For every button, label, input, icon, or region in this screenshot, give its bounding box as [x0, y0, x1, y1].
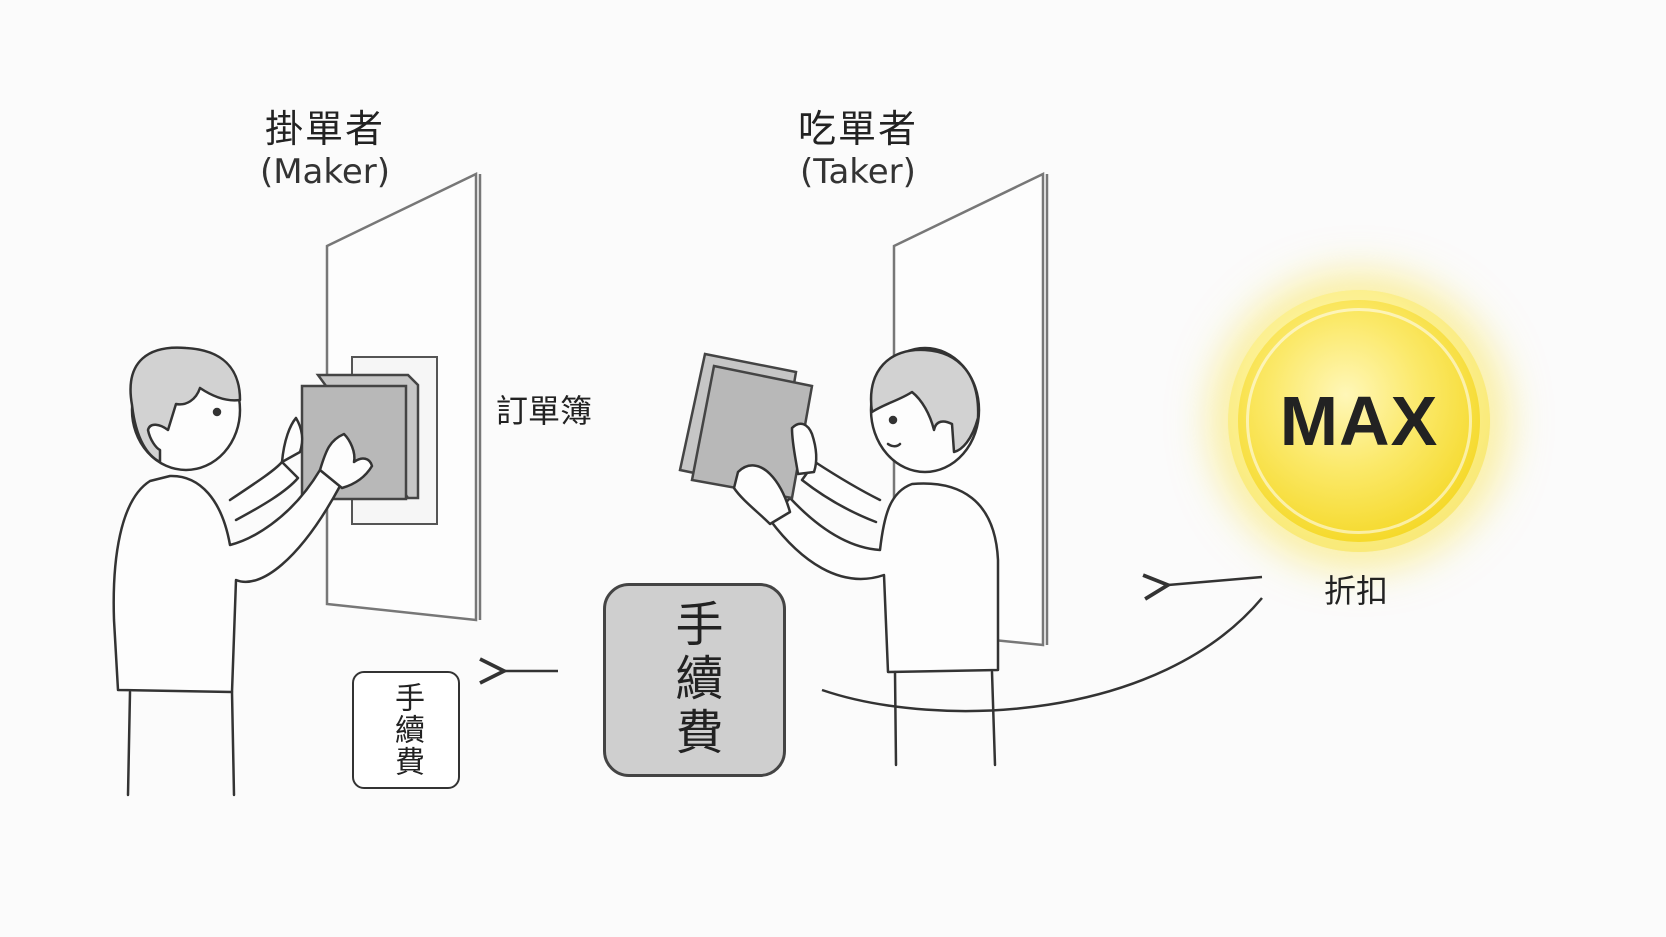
order-book-label: 訂單簿	[496, 392, 593, 430]
maker-fee-card: 手續費	[352, 671, 460, 789]
taker-hands	[732, 422, 818, 526]
taker-subtitle: (Taker)	[800, 152, 916, 192]
taker-title: 吃單者	[797, 107, 918, 151]
discount-label: 折扣	[1324, 572, 1389, 610]
coin-label: MAX	[1279, 382, 1439, 460]
discount-curve	[821, 597, 1263, 713]
taker-fee-label: 手續費	[666, 599, 723, 761]
maker-title: 掛單者	[264, 107, 385, 151]
maker-subtitle: (Maker)	[259, 152, 391, 192]
coin-ring	[1246, 308, 1472, 534]
taker-book	[678, 352, 814, 500]
maker-person	[112, 346, 374, 797]
maker-fee-label: 手續費	[389, 682, 424, 778]
taker-person	[768, 346, 1000, 767]
discount-arrow	[1168, 577, 1263, 585]
taker-fee-card: 手續費	[603, 583, 786, 777]
max-coin: MAX	[1228, 290, 1490, 552]
